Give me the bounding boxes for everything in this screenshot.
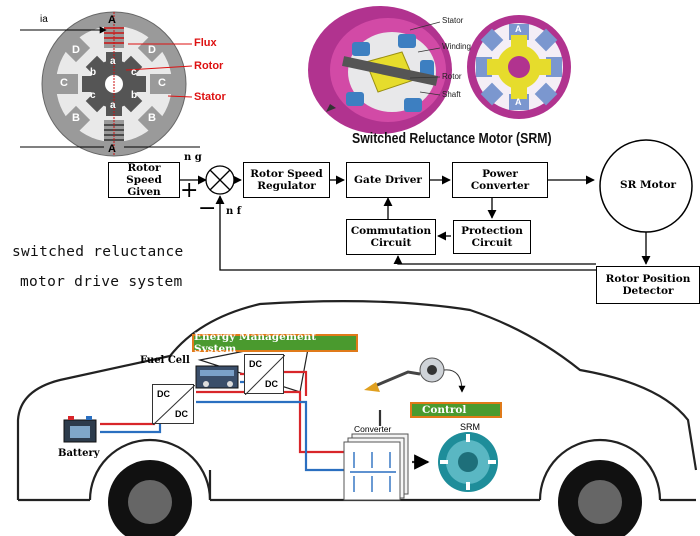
battery-icon xyxy=(63,416,97,443)
dcdc-diagonal-1 xyxy=(153,385,195,425)
dc-bottom-label-1: DC xyxy=(175,409,188,419)
rotor-c-right: c xyxy=(131,67,137,78)
srm-colour-cross-section xyxy=(467,15,571,119)
stator-callout: Stator xyxy=(442,16,464,25)
pole-c-right: C xyxy=(158,77,166,89)
srm-cross-section xyxy=(20,11,200,157)
minus-sign: − xyxy=(198,196,217,221)
power-converter-block: Power Converter xyxy=(452,162,548,198)
winding-callout: Winding xyxy=(442,42,471,51)
rotor-callout: Rotor xyxy=(442,72,462,81)
srm-label: SRM xyxy=(460,422,480,432)
sr-motor-circle xyxy=(599,139,693,233)
dc-top-label-2: DC xyxy=(249,359,262,369)
commutation-circuit-block: Commutation Circuit xyxy=(346,219,436,255)
converter-label: Converter xyxy=(354,424,392,434)
rotor-b-right: b xyxy=(131,90,138,101)
rotor-a-top: a xyxy=(110,56,116,67)
dc-bottom-label-2: DC xyxy=(265,379,278,389)
dcdc-converter-1: DC DC xyxy=(152,384,195,425)
converter-panel xyxy=(343,433,409,501)
ng-label: n g xyxy=(184,152,202,163)
sr-motor-label: SR Motor xyxy=(620,179,676,191)
fuel-cell-icon xyxy=(195,365,239,389)
energy-management-system-box: Energy Management System xyxy=(192,331,358,355)
fuel-cell-label: Fuel Cell xyxy=(140,355,190,366)
rotor-c-left: c xyxy=(90,90,96,101)
control-box: Control xyxy=(410,402,502,418)
pole-b-right: B xyxy=(148,112,156,124)
plus-sign: + xyxy=(180,178,199,203)
ia-label: ia xyxy=(40,14,48,25)
pole-d-left: D xyxy=(72,44,80,56)
stator-label: Stator xyxy=(194,91,226,103)
srm-3d-illustration xyxy=(308,6,452,134)
rotor-a-bottom: a xyxy=(110,100,116,111)
rotor-speed-given-block: Rotor Speed Given xyxy=(108,162,180,198)
caption-line-2: motor drive system xyxy=(20,274,183,290)
colour-pole-a-bottom: A xyxy=(515,97,522,107)
rotor-b-left: b xyxy=(90,67,97,78)
nf-label: n f xyxy=(226,206,242,217)
shaft-callout: Shaft xyxy=(442,90,461,99)
block-diagram-wires xyxy=(180,175,651,271)
pole-a-bottom: A xyxy=(108,143,116,155)
rotor-speed-regulator-block: Rotor Speed Regulator xyxy=(243,162,330,198)
srm-title: Switched Reluctance Motor (SRM) xyxy=(352,130,552,147)
wheels xyxy=(108,460,642,536)
battery-label: Battery xyxy=(58,448,100,459)
protection-circuit-block: Protection Circuit xyxy=(453,220,531,254)
gate-driver-block: Gate Driver xyxy=(346,162,430,198)
flux-label: Flux xyxy=(194,37,217,49)
colour-pole-a-top: A xyxy=(515,24,522,34)
dcdc-converter-2: DC DC xyxy=(244,354,285,395)
rotor-label: Rotor xyxy=(194,60,224,72)
dc-top-label-1: DC xyxy=(157,389,170,399)
srm-gear-icon xyxy=(438,432,498,492)
caption-line-1: switched reluctance xyxy=(12,244,184,260)
pole-a-top: A xyxy=(108,14,116,26)
pole-d-right: D xyxy=(148,44,156,56)
pole-c-left: C xyxy=(60,77,68,89)
summing-junction xyxy=(205,165,235,195)
pole-b-left: B xyxy=(72,112,80,124)
position-sensor-icon xyxy=(364,357,466,393)
dcdc-diagonal-2 xyxy=(245,355,285,395)
rotor-position-detector-block: Rotor Position Detector xyxy=(596,266,700,304)
